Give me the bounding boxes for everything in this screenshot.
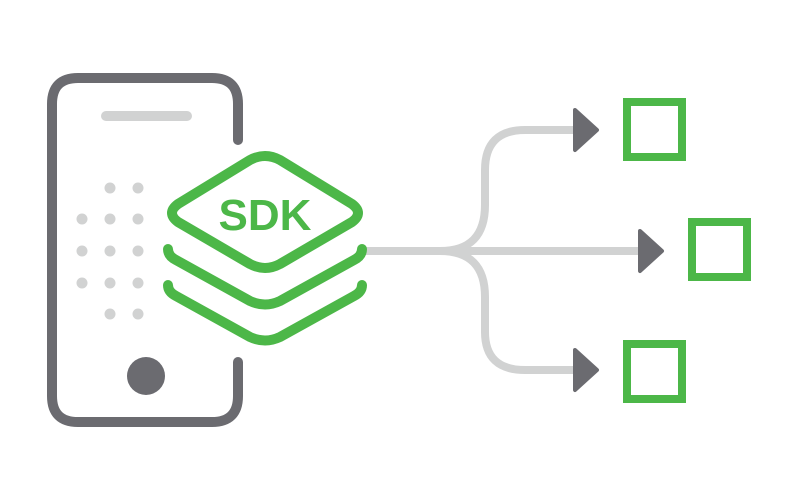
arrow-right-icon [573, 348, 599, 392]
sdk-label: SDK [219, 191, 312, 240]
phone-keypad-dots [76, 182, 144, 320]
keypad-dot [76, 245, 88, 257]
square-target-icon [623, 340, 686, 403]
connector-bottom-branch [439, 247, 578, 374]
keypad-dot [104, 182, 116, 194]
arrow-right-icon [638, 229, 664, 273]
output-targets [623, 98, 751, 403]
square-target-icon [688, 218, 751, 281]
phone-home-button [127, 357, 165, 395]
keypad-dot [104, 213, 116, 225]
keypad-dot [76, 277, 88, 289]
keypad-dot [104, 245, 116, 257]
keypad-dot [132, 277, 144, 289]
arrow-right-icon [573, 108, 599, 152]
keypad-dot [104, 308, 116, 320]
sdk-layer-middle [163, 244, 367, 310]
keypad-dot [132, 308, 144, 320]
arrows [573, 108, 664, 392]
keypad-dot [132, 245, 144, 257]
square-target-icon [623, 98, 686, 161]
sdk-layer-bottom [163, 280, 367, 346]
keypad-dot [132, 213, 144, 225]
connector-top-branch [439, 126, 578, 255]
sdk-layers-icon [163, 151, 367, 346]
keypad-dot [132, 182, 144, 194]
sdk-layer-top [167, 151, 363, 273]
keypad-dot [76, 213, 88, 225]
phone-outline [47, 73, 243, 427]
keypad-dot [104, 277, 116, 289]
connector-lines [362, 126, 640, 374]
phone-icon [47, 73, 243, 427]
